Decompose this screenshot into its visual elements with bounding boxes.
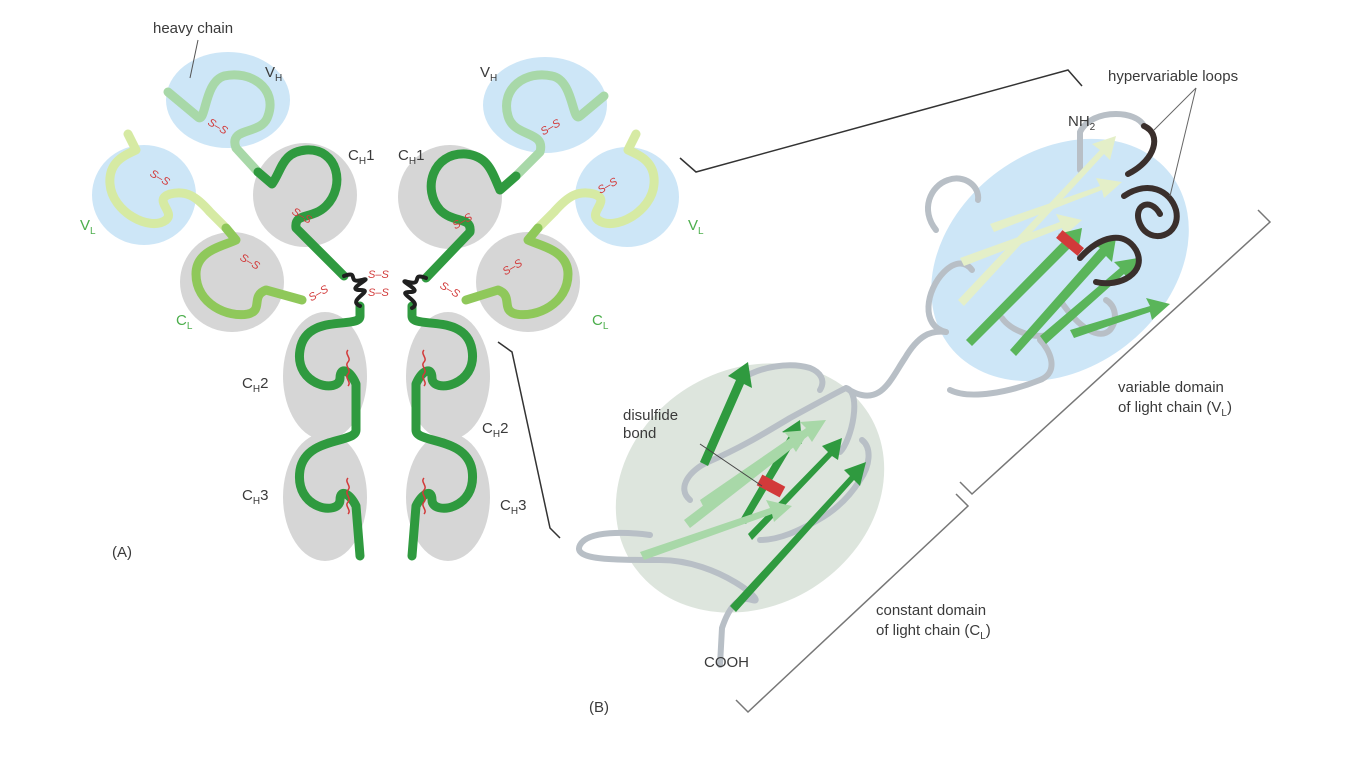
coil-variable-5 [1057, 297, 1118, 337]
domain-brackets [735, 209, 1272, 714]
connector-bottom [497, 341, 561, 539]
disulfide-bond-b [756, 474, 786, 498]
ch3-left-label: CH3 [242, 487, 268, 507]
disulfide-bond-ch3-right [422, 477, 426, 515]
hinge-left [342, 272, 368, 308]
connector-top [679, 69, 1083, 173]
disulfide-bond-ch2-right [422, 349, 426, 387]
coil-constant-4 [757, 437, 872, 543]
panel-a-labels: heavy chain VH VH CH1 CH1 VL VL CL CL CH… [80, 20, 704, 561]
heavy-chain-leader-line [189, 39, 199, 79]
coil-linker [843, 328, 949, 399]
vl-left-label: VL [80, 217, 96, 237]
disulfide-bond-light-heavy-left: S–S [307, 283, 332, 304]
heavy-chain-label: heavy chain [153, 20, 233, 37]
strand-c2 [730, 462, 866, 612]
strand-v6 [1040, 258, 1138, 344]
light-chain-left-variable [105, 129, 231, 233]
hypervariable-loop-1 [1125, 123, 1158, 177]
strand-v1 [958, 136, 1116, 306]
hypervariable-loops [1077, 123, 1180, 287]
strand-v5 [1010, 238, 1116, 356]
heavy-chain-right-fc [407, 301, 477, 561]
disulfide-bond-ch3-left [346, 477, 350, 515]
hinge-right [402, 274, 428, 310]
heavy-chain-left-ch1 [253, 145, 349, 281]
ch3-right-label: CH3 [500, 497, 526, 517]
heavy-chain-left-variable [163, 70, 275, 177]
vl-right-label: VL [688, 217, 704, 237]
light-chain-right-constant [461, 223, 573, 320]
heavy-chain-right-variable [502, 70, 609, 181]
disulfide-bond-leader [699, 443, 763, 487]
cl-left-label: CL [176, 312, 193, 332]
disulfide-bond-v [1056, 230, 1084, 256]
panel-a-label: (A) [112, 544, 132, 561]
strand-v3 [960, 214, 1082, 266]
disulfide-bond-ch2-left [346, 349, 350, 387]
disulfide-bond-hinge-1: S–S [368, 269, 389, 281]
strand-v4 [966, 228, 1082, 346]
coil-variable-4 [1077, 111, 1147, 173]
coil-variable-2 [947, 337, 1055, 398]
vh-right-label: VH [480, 64, 497, 84]
hypervariable-leader-2 [1169, 87, 1197, 197]
hypervariable-leader-1 [1153, 87, 1197, 131]
disulfide-bond-light-heavy-right: S–S [438, 280, 463, 301]
panel-a: S–S S–S S–S S–S S–S S–S S–S S–S S–S S–S … [80, 20, 704, 561]
vh-left-label: VH [265, 64, 282, 84]
constant-domain-bracket [735, 493, 970, 714]
domain-backgrounds [92, 52, 679, 561]
nh2-label: NH2 [1068, 113, 1096, 133]
strand-c3 [748, 438, 842, 540]
ch1-right-region [398, 145, 502, 249]
strand-c7 [700, 430, 810, 508]
cooh-label: COOH [704, 654, 749, 671]
ch1-right-label: CH1 [398, 147, 424, 167]
strand-c1 [700, 362, 752, 466]
strand-v7 [1070, 298, 1170, 338]
coil-constant-2 [681, 385, 858, 503]
strand-c6 [640, 500, 792, 560]
disulfide-bond-hinge-2: S–S [368, 287, 389, 299]
variable-domain-strands [958, 136, 1170, 356]
ch2-left-label: CH2 [242, 375, 268, 395]
zoom-connector-lines [497, 69, 1083, 539]
cl-right-label: CL [592, 312, 609, 332]
ch1-left-label: CH1 [348, 147, 374, 167]
heavy-chain-right-ch1 [421, 149, 521, 283]
constant-domain-strands [640, 362, 866, 612]
coil-variable-3 [925, 175, 982, 233]
light-chain-left-constant [191, 223, 307, 320]
heavy-chain-left-fc [295, 301, 365, 561]
chains [105, 70, 659, 561]
variable-domain-bracket [959, 209, 1272, 496]
ch2-right-label: CH2 [482, 420, 508, 440]
hypervariable-loops-label: hypervariable loops [1108, 68, 1238, 85]
strand-v2 [990, 178, 1122, 232]
coil-constant-3 [737, 362, 826, 393]
panel-b-label: (B) [589, 699, 609, 716]
hypervariable-loop-3 [1077, 234, 1142, 287]
light-chain-right-variable [533, 129, 659, 233]
hypervariable-loop-2 [1121, 185, 1180, 240]
